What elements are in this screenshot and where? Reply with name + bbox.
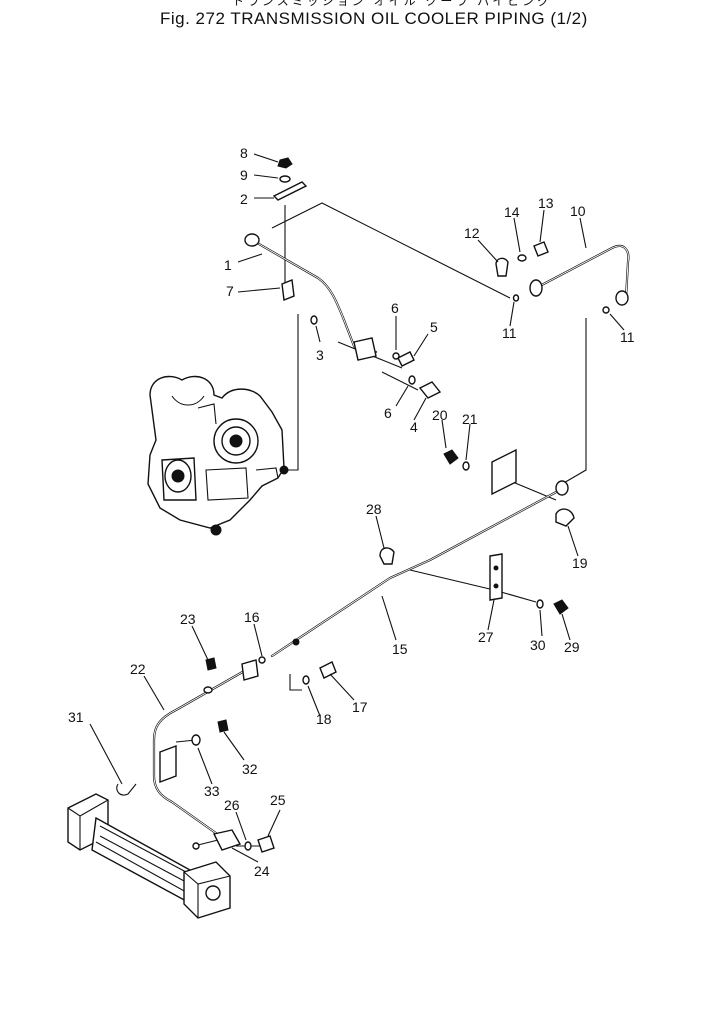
- reference-lines: [175, 202, 587, 847]
- callout-14: 14: [504, 204, 520, 220]
- oil-cooler: [67, 793, 231, 919]
- callout-7: 7: [226, 283, 234, 299]
- tube-1-fitting: [244, 233, 260, 247]
- callout-16: 16: [244, 609, 260, 625]
- callout-9: 9: [240, 167, 248, 183]
- callout-2: 2: [240, 191, 248, 207]
- callout-3: 3: [316, 347, 324, 363]
- callout-26: 26: [224, 797, 240, 813]
- callout-8: 8: [240, 145, 248, 161]
- callout-4: 4: [410, 419, 418, 435]
- callout-15: 15: [392, 641, 408, 657]
- callout-17: 17: [352, 699, 368, 715]
- callout-27: 27: [478, 629, 494, 645]
- callout-5: 5: [430, 319, 438, 335]
- callout-18: 18: [316, 711, 332, 727]
- callout-6b: 6: [384, 405, 392, 421]
- callout-numbers: 1 2 3 4 5 6 6 7 8 9 10 11 11 12 13 14 15…: [68, 145, 635, 879]
- callout-12: 12: [464, 225, 480, 241]
- callout-33: 33: [204, 783, 220, 799]
- callout-11b: 11: [620, 329, 635, 345]
- callout-11a: 11: [502, 325, 517, 341]
- callout-21: 21: [462, 411, 478, 427]
- callout-19: 19: [572, 555, 588, 571]
- callout-24: 24: [254, 863, 270, 879]
- callout-28: 28: [366, 501, 382, 517]
- callout-30: 30: [530, 637, 546, 653]
- tube-10: [529, 244, 630, 306]
- tube-1: [244, 233, 378, 361]
- leader-lines: [89, 153, 625, 863]
- japanese-title: トランスミッション オイル クーラ パイピング: [232, 0, 552, 8]
- callout-29: 29: [564, 639, 580, 655]
- callout-25: 25: [270, 792, 286, 808]
- callout-20: 20: [432, 407, 448, 423]
- callout-32: 32: [242, 761, 258, 777]
- callout-31: 31: [68, 709, 84, 725]
- hardware-parts: [116, 157, 610, 853]
- callout-6a: 6: [391, 300, 399, 316]
- transmission-housing: [147, 375, 289, 536]
- tube-22: [152, 659, 259, 838]
- tube-15: [270, 480, 569, 658]
- callout-22: 22: [130, 661, 146, 677]
- callout-1: 1: [224, 257, 232, 273]
- callout-10: 10: [570, 203, 586, 219]
- callout-13: 13: [538, 195, 554, 211]
- figure-title: Fig. 272 TRANSMISSION OIL COOLER PIPING …: [160, 9, 588, 28]
- callout-23: 23: [180, 611, 196, 627]
